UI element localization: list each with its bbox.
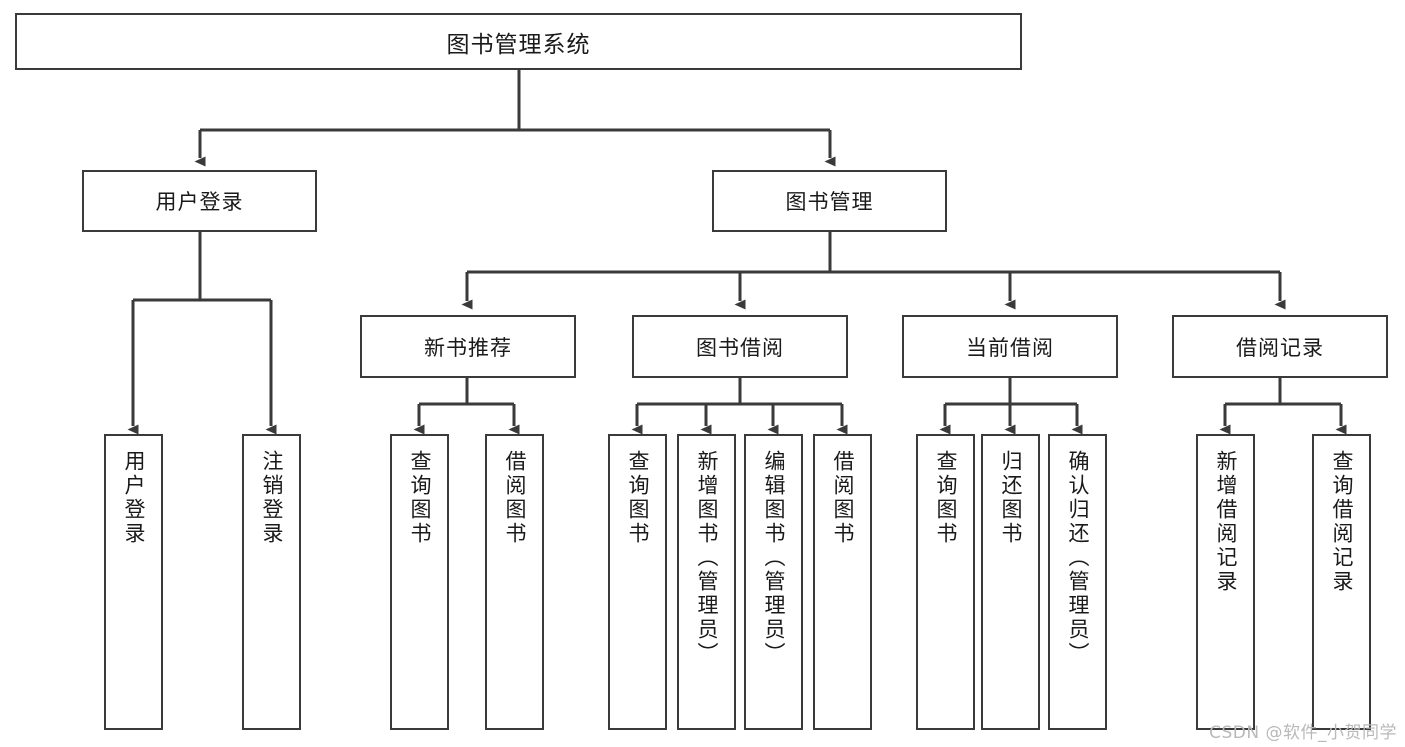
leaf-return-books[interactable]: 归还图书 [981,434,1040,730]
leaf-borrow-books-recommend[interactable]: 借阅图书 [485,434,544,730]
leaf-query-borrow-record-label: 查询借阅记录 [1330,450,1354,594]
leaf-borrow-books-recommend-label: 借阅图书 [503,450,527,546]
leaf-query-books-borrowing-label: 查询图书 [626,450,650,546]
leaf-edit-book-admin-label: 编辑图书（管理员） [762,450,786,666]
leaf-borrow-books-borrowing[interactable]: 借阅图书 [813,434,872,730]
leaf-user-login-label: 用户登录 [122,450,146,546]
node-borrow-records[interactable]: 借阅记录 [1172,315,1388,378]
leaf-logout[interactable]: 注销登录 [242,434,301,730]
leaf-query-books-borrowing[interactable]: 查询图书 [608,434,667,730]
leaf-logout-label: 注销登录 [260,450,284,546]
node-current-borrowing-label: 当前借阅 [966,335,1054,360]
node-user-login[interactable]: 用户登录 [82,170,317,232]
node-book-borrowing[interactable]: 图书借阅 [632,315,848,378]
leaf-confirm-return-admin-label: 确认归还（管理员） [1066,450,1090,666]
watermark: CSDN @软件_小贺同学 [1209,723,1397,743]
leaf-borrow-books-borrowing-label: 借阅图书 [831,450,855,546]
node-root[interactable]: 图书管理系统 [15,13,1022,70]
leaf-query-books-current[interactable]: 查询图书 [916,434,975,730]
leaf-return-books-label: 归还图书 [999,450,1023,546]
leaf-add-borrow-record-label: 新增借阅记录 [1214,450,1238,594]
node-new-book-recommendation[interactable]: 新书推荐 [360,315,576,378]
leaf-add-borrow-record[interactable]: 新增借阅记录 [1196,434,1255,730]
node-new-book-recommendation-label: 新书推荐 [424,335,512,360]
leaf-user-login[interactable]: 用户登录 [104,434,163,730]
leaf-confirm-return-admin[interactable]: 确认归还（管理员） [1048,434,1107,730]
node-user-login-label: 用户登录 [155,190,244,214]
leaf-query-borrow-record[interactable]: 查询借阅记录 [1312,434,1371,730]
leaf-query-books-recommend-label: 查询图书 [408,450,432,546]
leaf-add-book-admin-label: 新增图书（管理员） [695,450,719,666]
node-root-label: 图书管理系统 [446,31,591,58]
node-borrow-records-label: 借阅记录 [1236,335,1324,360]
node-current-borrowing[interactable]: 当前借阅 [902,315,1118,378]
leaf-query-books-recommend[interactable]: 查询图书 [390,434,449,730]
leaf-query-books-current-label: 查询图书 [934,450,958,546]
node-book-management-label: 图书管理 [785,190,874,214]
node-book-borrowing-label: 图书借阅 [696,335,784,360]
node-book-management[interactable]: 图书管理 [712,170,947,232]
leaf-add-book-admin[interactable]: 新增图书（管理员） [677,434,736,730]
leaf-edit-book-admin[interactable]: 编辑图书（管理员） [744,434,803,730]
